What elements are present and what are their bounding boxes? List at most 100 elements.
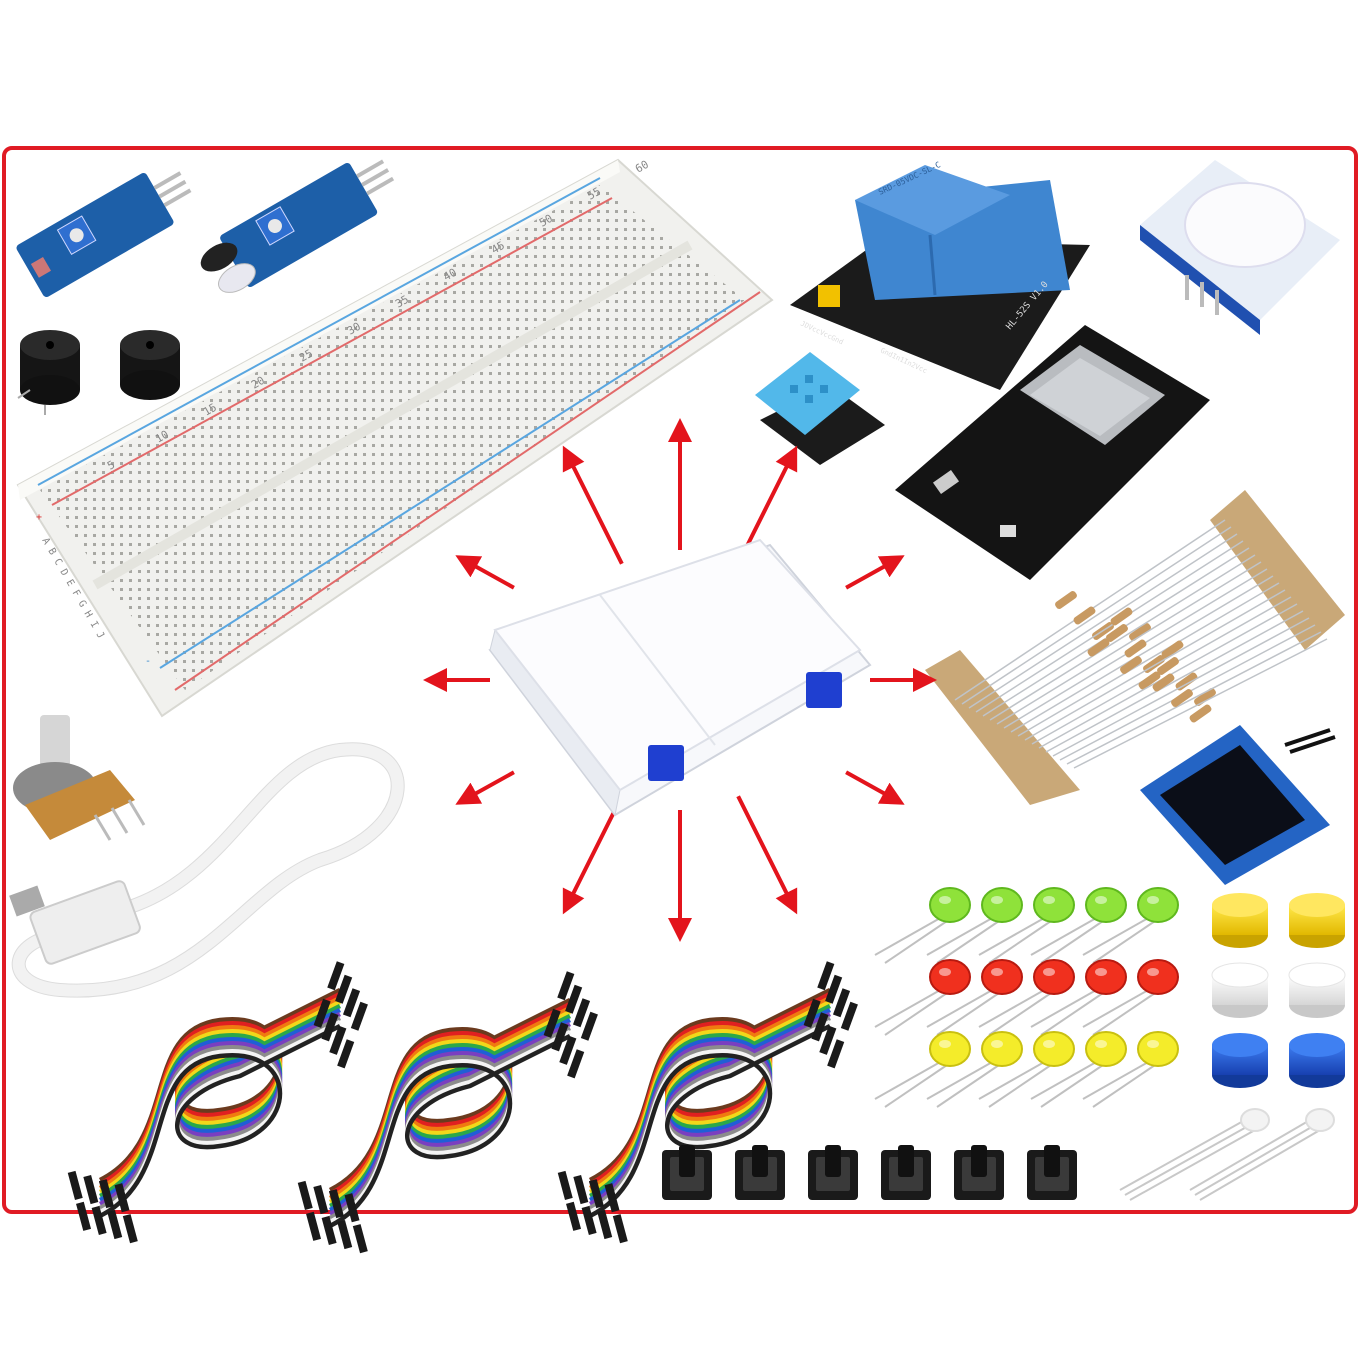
breadboard-row-number: 15: [201, 401, 219, 419]
rail-plus: +: [36, 512, 42, 523]
tactile-switch: [662, 1145, 712, 1200]
resistor: [1157, 657, 1179, 675]
jumper-connector: [122, 1214, 138, 1244]
rgb-leds: [1119, 1108, 1335, 1201]
led: [981, 959, 1023, 995]
jumper-connector: [581, 1205, 597, 1235]
tactile-switch: [735, 1145, 785, 1200]
breadboard-row-number: 10: [153, 428, 171, 446]
resistor: [1189, 704, 1212, 723]
tactile-switch: [881, 1145, 931, 1200]
jumper-connector: [327, 961, 345, 991]
jumper-connector: [107, 1209, 123, 1240]
led: [1033, 1031, 1075, 1067]
jumper-connector: [337, 1039, 355, 1069]
box-latch-right: [806, 672, 842, 708]
esp32-board: [895, 325, 1210, 580]
potentiometer: [13, 715, 146, 841]
jumper-wires-2: [297, 971, 598, 1254]
cap-white-1: [1211, 962, 1269, 1018]
led: [1085, 887, 1127, 923]
jumper-wires-1: [67, 961, 368, 1244]
light-sensor-module: [16, 171, 192, 298]
resistor: [1110, 607, 1133, 626]
jumper-connector: [76, 1201, 92, 1231]
jumper-connector: [83, 1174, 99, 1205]
breadboard-row-number: 20: [249, 374, 267, 392]
jumper-connector: [604, 1183, 620, 1213]
arrow: [455, 555, 515, 590]
button-caps: [1211, 893, 1346, 1088]
jumper-connector: [832, 988, 851, 1018]
led: [981, 887, 1023, 923]
jumper-connector: [342, 988, 361, 1018]
jumper-connector: [313, 1184, 329, 1215]
resistor: [1120, 656, 1142, 674]
led: [929, 887, 971, 923]
led: [1137, 887, 1179, 923]
usb-cable: [9, 742, 405, 998]
led: [929, 959, 971, 995]
cap-yellow-2: [1289, 893, 1345, 948]
led-array: [874, 887, 1179, 1108]
resistor: [1161, 640, 1184, 659]
jumper-connector: [335, 974, 353, 1004]
jumper-connector: [321, 1215, 337, 1245]
ir-sensor-module: [200, 159, 395, 293]
resistor: [1175, 672, 1198, 691]
led: [1033, 887, 1075, 923]
jumper-connector: [344, 1193, 360, 1223]
resistor: [1171, 689, 1193, 707]
tactile-switch: [808, 1145, 858, 1200]
jumper-connector: [321, 1012, 339, 1042]
cap-blue-2: [1289, 1033, 1345, 1088]
led: [929, 1031, 971, 1067]
led: [1137, 1031, 1179, 1067]
jumper-connector: [337, 1219, 353, 1250]
jumper-connector: [580, 1011, 598, 1041]
jumper-connector: [612, 1214, 628, 1244]
buzzer-left: [17, 330, 80, 415]
rail-minus: -: [145, 656, 151, 667]
breadboard-row-number: 35: [393, 293, 411, 311]
jumper-connector: [572, 998, 591, 1028]
tactile-switch: [954, 1145, 1004, 1200]
breadboard-row-number: 50: [537, 212, 555, 230]
tactile-switches: [662, 1145, 1077, 1200]
jumper-connector: [827, 1039, 845, 1069]
jumper-connector: [328, 1189, 344, 1219]
jumper-connector: [840, 1001, 858, 1031]
jumper-connector: [557, 971, 575, 1001]
pir-motion-sensor: [1140, 160, 1340, 335]
jumper-connector: [306, 1211, 322, 1241]
resistor: [1055, 591, 1077, 609]
breadboard-row-number: 25: [297, 347, 315, 365]
red-frame: [2, 146, 1358, 1214]
led: [1085, 959, 1127, 995]
resistor: [1106, 624, 1128, 642]
jumper-connector: [67, 1170, 83, 1200]
arrow: [562, 445, 624, 565]
arrow: [845, 555, 905, 590]
jumper-connector: [350, 1001, 368, 1031]
arrow: [736, 795, 798, 915]
jumper-connector: [559, 1035, 577, 1065]
jumper-connector: [597, 1209, 613, 1240]
jumper-connector: [297, 1180, 313, 1210]
resistor: [1129, 623, 1151, 641]
jumper-connector: [588, 1179, 604, 1209]
jumper-connector: [825, 974, 843, 1004]
jumper-connector: [91, 1205, 107, 1235]
jumper-connector: [817, 961, 835, 991]
cap-yellow-1: [1212, 893, 1268, 948]
resistor: [1073, 606, 1096, 625]
dht11-sensor: [755, 352, 885, 465]
jumper-connector: [557, 1170, 573, 1200]
relay-module: SRD-05VDC-SL-C HL-52S V1.0 JDVccVccGnd G…: [790, 160, 1090, 390]
arrow: [845, 770, 905, 805]
resistor: [1124, 639, 1147, 658]
resistor-strip: [925, 490, 1345, 805]
jumper-connector: [352, 1224, 368, 1254]
jumper-connector: [567, 1049, 585, 1079]
